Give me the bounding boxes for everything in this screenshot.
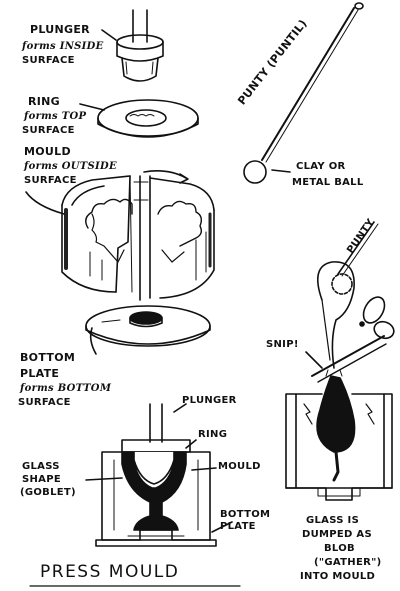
label-mould-desc-2: SURFACE — [24, 175, 77, 186]
label-plunger-desc-2: SURFACE — [22, 55, 75, 66]
plunger-drawing — [101, 9, 164, 82]
label-glass-is: GLASS IS — [306, 515, 360, 526]
label-mould-desc-1: forms OUTSIDE — [24, 161, 117, 172]
label-metal-ball: METAL BALL — [292, 177, 364, 188]
caption-press-mould: PRESS MOULD — [40, 562, 180, 582]
label-bottom-desc-1: forms BOTTOM — [20, 383, 112, 394]
label-plunger-desc-1: forms INSIDE — [22, 41, 104, 52]
label-mould: MOULD — [24, 145, 71, 158]
label-gather: ("GATHER") — [314, 557, 382, 568]
label-xs-glass: GLASS — [22, 461, 60, 472]
label-xs-shape: SHAPE — [22, 474, 61, 485]
label-plunger: PLUNGER — [30, 23, 90, 36]
ring-drawing — [79, 99, 199, 138]
label-xs-plunger: PLUNGER — [182, 395, 237, 406]
label-snip: SNIP! — [266, 339, 299, 350]
label-clay: CLAY OR — [296, 161, 346, 172]
label-xs-plate: PLATE — [220, 521, 256, 532]
label-ring-desc-2: SURFACE — [22, 125, 75, 136]
label-bottom: BOTTOM — [20, 351, 76, 364]
label-ring: RING — [28, 95, 60, 108]
label-plate: PLATE — [20, 367, 60, 380]
label-xs-mould: MOULD — [218, 461, 261, 472]
label-xs-goblet: (GOBLET) — [20, 487, 76, 498]
label-bottom-desc-2: SURFACE — [18, 397, 71, 408]
punty-drawing — [243, 2, 364, 184]
label-ring-desc-1: forms TOP — [24, 111, 87, 122]
gather-drawing — [285, 221, 395, 501]
label-into-mould: INTO MOULD — [300, 571, 376, 582]
label-dumped-as: DUMPED AS — [302, 529, 372, 540]
label-blob: BLOB — [324, 543, 355, 554]
label-xs-bottom: BOTTOM — [220, 509, 271, 520]
cross-section-drawing — [85, 403, 233, 547]
mould-drawing — [25, 170, 215, 301]
label-xs-ring: RING — [198, 429, 228, 440]
bottom-plate-drawing — [85, 305, 211, 355]
